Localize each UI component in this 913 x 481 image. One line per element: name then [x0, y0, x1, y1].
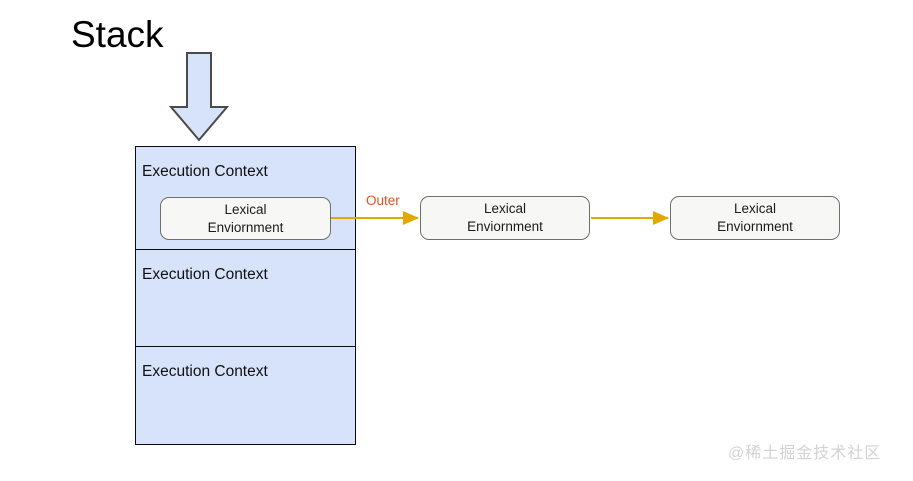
lexical-environment-line1: Lexical	[483, 201, 526, 216]
lexical-environment-line2: Enviornment	[717, 219, 793, 234]
watermark: @稀土掘金技术社区	[728, 445, 882, 462]
lexical-environment-box-1: Lexical Enviornment	[160, 197, 331, 240]
lexical-environment-line2: Enviornment	[467, 219, 543, 234]
lexical-environment-box-3: Lexical Enviornment	[670, 196, 840, 240]
execution-context-frame-2: Execution Context	[136, 250, 355, 347]
lexical-environment-line1: Lexical	[733, 201, 776, 216]
execution-context-frame-1: Execution Context Lexical Enviornment	[136, 147, 355, 250]
lexical-environment-line1: Lexical	[224, 201, 267, 217]
outer-edge-label: Outer	[366, 193, 400, 208]
execution-context-frame-3: Execution Context	[136, 347, 355, 443]
execution-context-label: Execution Context	[142, 363, 268, 380]
execution-context-label: Execution Context	[142, 163, 268, 180]
call-stack: Execution Context Lexical Enviornment Ex…	[135, 146, 356, 445]
page-title: Stack	[71, 14, 164, 55]
execution-context-label: Execution Context	[142, 266, 268, 283]
lexical-environment-box-2: Lexical Enviornment	[420, 196, 590, 240]
lexical-environment-line2: Enviornment	[207, 219, 284, 235]
push-arrow-icon	[168, 52, 230, 142]
